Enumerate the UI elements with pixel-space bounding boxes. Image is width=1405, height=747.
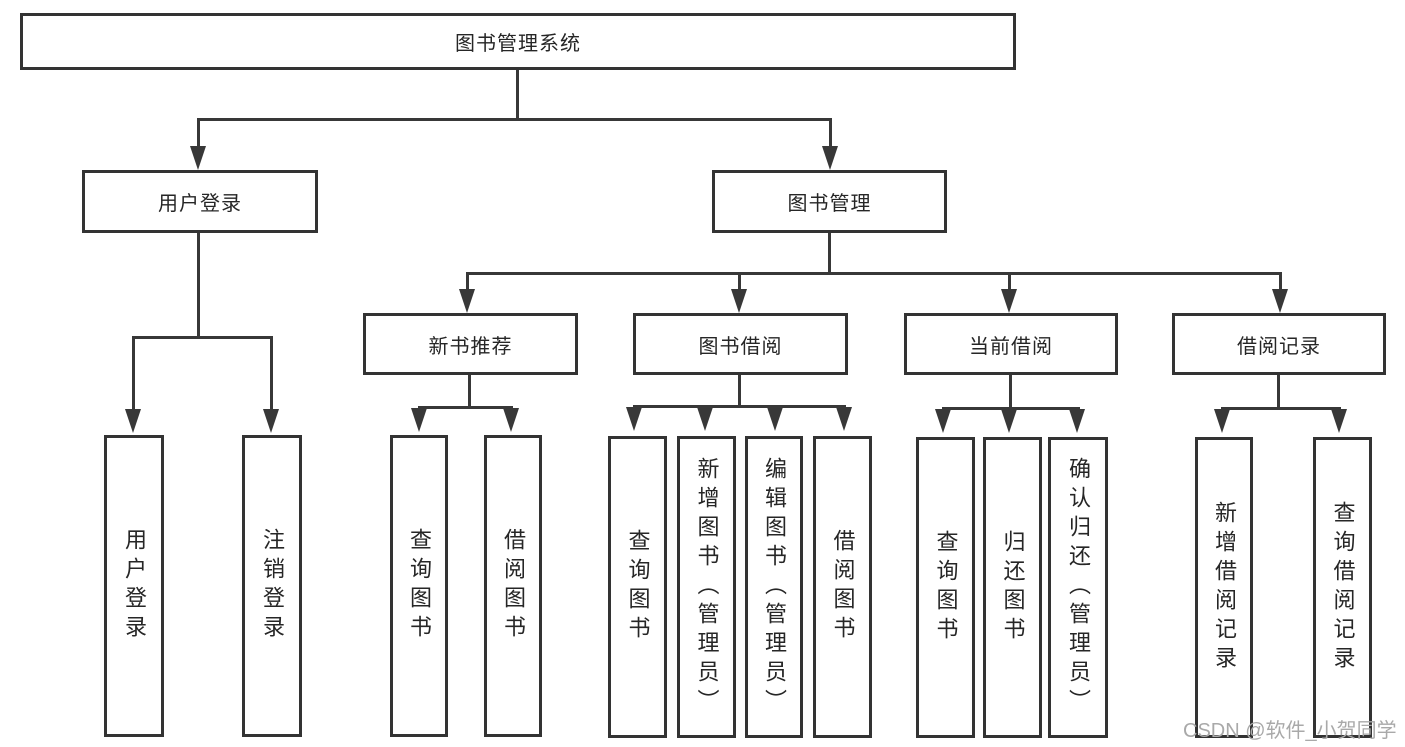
arrowhead-current-leaf2 bbox=[1001, 409, 1017, 433]
node-confirm-return-admin-label: 确认归还（管理员） bbox=[1066, 457, 1091, 718]
node-user-login-leaf-label: 用户登录 bbox=[122, 528, 147, 644]
node-current-query-books-label: 查询图书 bbox=[933, 529, 959, 646]
node-logout-leaf-label: 注销登录 bbox=[260, 528, 285, 644]
node-edit-books-admin: 编辑图书（管理员） bbox=[745, 436, 803, 738]
node-user-login-leaf: 用户登录 bbox=[104, 435, 164, 737]
node-add-books-admin-label: 新增图书（管理员） bbox=[694, 456, 720, 718]
connector-records-stem bbox=[1279, 272, 1282, 292]
connector-current-vline bbox=[1009, 375, 1012, 407]
node-return-books: 归还图书 bbox=[983, 437, 1042, 738]
connector-records-hline bbox=[1221, 407, 1341, 410]
connector-root-hline bbox=[197, 118, 832, 121]
connector-login-stem bbox=[197, 118, 200, 148]
node-borrow-records: 借阅记录 bbox=[1172, 313, 1386, 375]
node-current-borrow-label: 当前借阅 bbox=[969, 335, 1053, 358]
connector-login-vline bbox=[197, 233, 200, 336]
connector-mgmt-stem bbox=[829, 118, 832, 148]
arrowhead-mgmt bbox=[822, 146, 838, 170]
connector-mgmt-vline bbox=[828, 233, 831, 272]
arrowhead-borrow-leaf3 bbox=[767, 407, 783, 431]
arrowhead-borrow-leaf1 bbox=[626, 407, 642, 431]
node-book-borrow: 图书借阅 bbox=[633, 313, 848, 375]
node-book-management: 图书管理 bbox=[712, 170, 947, 233]
connector-records-vline bbox=[1277, 375, 1280, 407]
arrowhead-records-leaf1 bbox=[1214, 409, 1230, 433]
connector-login-leaf2-stem bbox=[270, 336, 273, 410]
node-borrow-query-books-label: 查询图书 bbox=[625, 529, 651, 645]
arrowhead-records-leaf2 bbox=[1331, 409, 1347, 433]
connector-login-leaf1-stem bbox=[132, 336, 135, 410]
arrowhead-borrow-leaf2 bbox=[697, 407, 713, 431]
node-book-borrow-label: 图书借阅 bbox=[698, 335, 783, 358]
node-user-login-label: 用户登录 bbox=[158, 193, 242, 215]
csdn-watermark: CSDN @软件_小贺同学 bbox=[1183, 720, 1397, 742]
arrowhead-records bbox=[1272, 289, 1288, 313]
node-new-book-recommend-label: 新书推荐 bbox=[428, 335, 513, 358]
node-borrow-records-label: 借阅记录 bbox=[1237, 335, 1321, 358]
connector-borrow-stem bbox=[738, 272, 741, 292]
arrowhead-borrow-leaf4 bbox=[836, 407, 852, 431]
node-query-borrow-record-label: 查询借阅记录 bbox=[1330, 500, 1356, 675]
arrowhead-newbook-leaf1 bbox=[411, 408, 427, 432]
node-current-borrow: 当前借阅 bbox=[904, 313, 1118, 375]
node-book-management-label: 图书管理 bbox=[787, 193, 872, 215]
connector-borrow-vline bbox=[738, 375, 741, 405]
node-user-login: 用户登录 bbox=[82, 170, 318, 233]
node-borrow-borrow-books: 借阅图书 bbox=[813, 436, 872, 738]
arrowhead-current bbox=[1001, 289, 1017, 313]
connector-newbook-vline bbox=[468, 375, 471, 406]
node-newbook-borrow-books-label: 借阅图书 bbox=[501, 528, 526, 644]
arrowhead-borrow bbox=[731, 289, 747, 313]
connector-login-hline bbox=[132, 336, 273, 339]
arrowhead-newbook-leaf2 bbox=[503, 408, 519, 432]
node-logout-leaf: 注销登录 bbox=[242, 435, 302, 737]
arrowhead-current-leaf1 bbox=[935, 409, 951, 433]
node-new-book-recommend: 新书推荐 bbox=[363, 313, 578, 375]
node-add-borrow-record: 新增借阅记录 bbox=[1195, 437, 1253, 738]
connector-mgmt-hline bbox=[466, 272, 1282, 275]
node-add-books-admin: 新增图书（管理员） bbox=[677, 436, 736, 738]
node-confirm-return-admin: 确认归还（管理员） bbox=[1048, 437, 1108, 738]
node-edit-books-admin-label: 编辑图书（管理员） bbox=[762, 456, 787, 718]
arrowhead-current-leaf3 bbox=[1069, 409, 1085, 433]
connector-borrow-hline bbox=[633, 405, 846, 408]
connector-newbook-stem bbox=[466, 272, 469, 292]
arrowhead-login-leaf2 bbox=[263, 409, 279, 433]
node-borrow-borrow-books-label: 借阅图书 bbox=[830, 529, 856, 645]
connector-root-vline bbox=[516, 70, 519, 118]
connector-current-hline bbox=[942, 407, 1080, 410]
arrowhead-newbook bbox=[459, 289, 475, 313]
node-query-borrow-record: 查询借阅记录 bbox=[1313, 437, 1372, 738]
node-borrow-query-books: 查询图书 bbox=[608, 436, 667, 738]
arrowhead-login-leaf1 bbox=[125, 409, 141, 433]
node-library-system: 图书管理系统 bbox=[20, 13, 1016, 70]
node-newbook-borrow-books: 借阅图书 bbox=[484, 435, 542, 737]
connector-current-stem bbox=[1008, 272, 1011, 292]
node-library-system-label: 图书管理系统 bbox=[455, 33, 581, 55]
node-return-books-label: 归还图书 bbox=[1000, 529, 1026, 646]
connector-newbook-hline bbox=[418, 406, 513, 409]
node-newbook-query-books: 查询图书 bbox=[390, 435, 448, 737]
node-add-borrow-record-label: 新增借阅记录 bbox=[1212, 500, 1237, 675]
node-current-query-books: 查询图书 bbox=[916, 437, 975, 738]
node-newbook-query-books-label: 查询图书 bbox=[407, 528, 432, 644]
arrowhead-login bbox=[190, 146, 206, 170]
